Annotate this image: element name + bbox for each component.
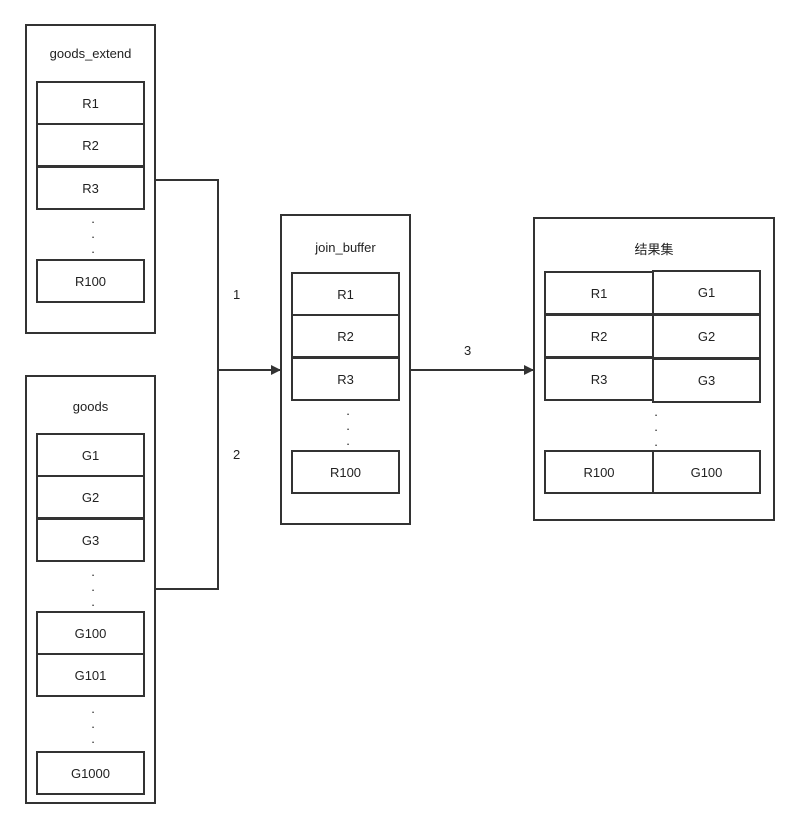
goods-row: G100 [36,611,145,655]
goods-extend-row: R2 [36,123,145,167]
join-buffer-row: R1 [291,272,400,316]
step-1-label: 1 [233,287,241,302]
result-last-row-left: R100 [544,450,654,494]
result-row-left: R1 [544,271,654,315]
goods-last-row: G1000 [36,751,145,795]
goods-row: G1 [36,433,145,477]
result-last-row-right: G100 [652,450,761,494]
result-row-right: G1 [652,270,761,315]
result-row-right: G2 [652,314,761,359]
goods-ellipsis: ... [91,564,95,609]
join-buffer-ellipsis: ... [346,403,350,448]
result-ellipsis: ... [654,404,658,449]
join-buffer-title: join_buffer [315,240,376,255]
goods-title: goods [72,399,109,414]
goods-extend-ellipsis: ... [91,211,95,256]
result-set-title: 结果集 [634,242,674,257]
goods-row: G3 [36,518,145,562]
step-3-label: 3 [464,343,472,358]
join-buffer-last-row: R100 [291,450,400,494]
goods-row: G101 [36,653,145,697]
goods-extend-last-row: R100 [36,259,145,303]
join-buffer-row: R2 [291,314,400,358]
result-row-left: R3 [544,357,654,401]
result-row-right: G3 [652,358,761,403]
goods-row: G2 [36,475,145,519]
goods-extend-row: R3 [36,166,145,210]
result-row-left: R2 [544,314,654,358]
goods-extend-connector [155,179,219,370]
goods-connector [155,370,219,590]
goods-extend-row: R1 [36,81,145,125]
join-buffer-row: R3 [291,357,400,401]
goods-ellipsis-2: ... [91,701,95,746]
step-2-label: 2 [233,447,241,462]
goods-extend-title: goods_extend [49,46,132,61]
